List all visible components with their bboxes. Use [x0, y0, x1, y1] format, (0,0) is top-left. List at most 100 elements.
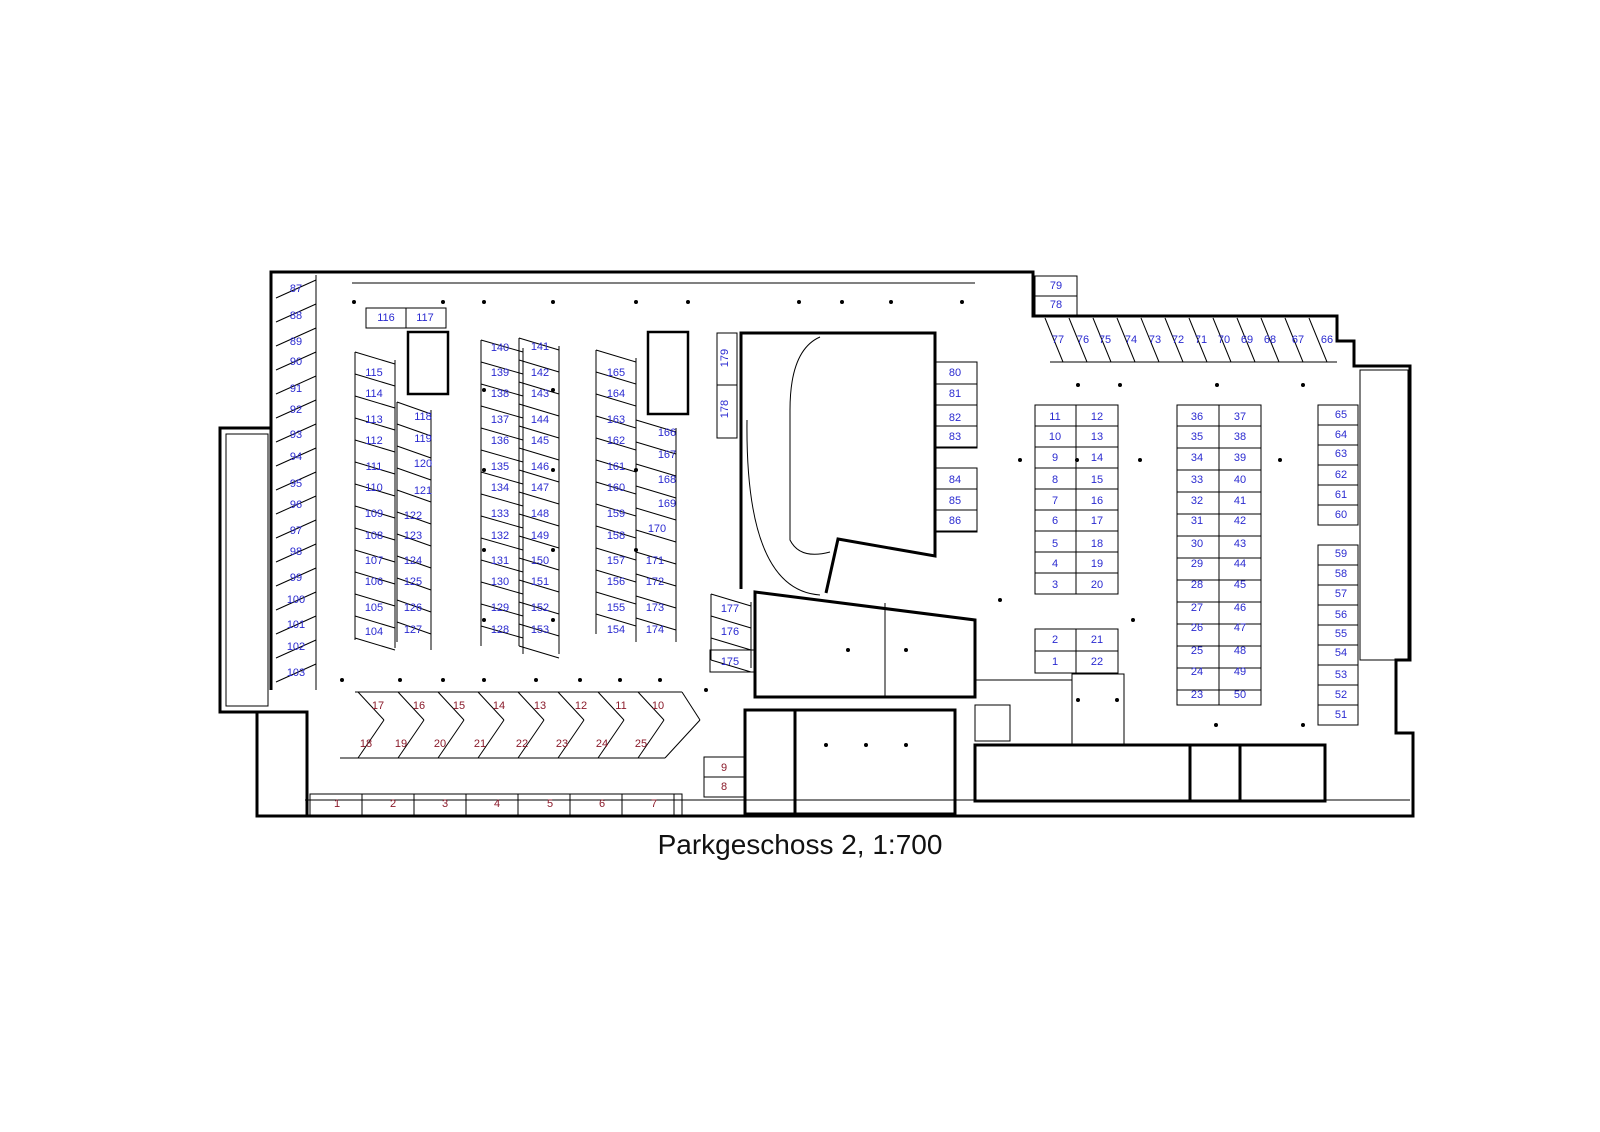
column-marker — [482, 618, 486, 622]
stall-line — [518, 623, 560, 637]
stall-line — [275, 351, 317, 371]
stall-line — [518, 447, 560, 461]
stall-number: 173 — [646, 602, 664, 614]
column-marker — [551, 388, 555, 392]
stall-number: 32 — [1191, 495, 1203, 507]
stall-number: 35 — [1191, 431, 1203, 443]
stall-line — [397, 719, 425, 759]
stall-number: 16 — [1091, 495, 1103, 507]
stall-line — [480, 581, 524, 595]
stall-number: 83 — [949, 431, 961, 443]
stall-number: 145 — [531, 435, 549, 447]
stall-number: 176 — [721, 626, 739, 638]
stall-line — [595, 525, 637, 539]
stall-line — [480, 625, 524, 639]
special-stall-number: 22 — [516, 738, 528, 750]
stall-block — [1317, 544, 1359, 726]
stall-line — [396, 533, 432, 547]
stall-line — [518, 579, 560, 593]
stall-line — [635, 595, 677, 609]
stall-line — [275, 447, 317, 467]
stall-number: 23 — [1191, 689, 1203, 701]
stall-number: 27 — [1191, 602, 1203, 614]
special-stall-number: 9 — [721, 762, 727, 774]
column-marker — [551, 300, 555, 304]
stall-line — [595, 547, 637, 561]
stall-line — [480, 383, 524, 397]
stall-number: 49 — [1234, 666, 1246, 678]
column-marker — [634, 300, 638, 304]
column-marker — [797, 300, 801, 304]
stall-number: 149 — [531, 530, 549, 542]
stall-line — [635, 551, 677, 565]
stall-line — [518, 491, 560, 505]
stall-line — [710, 593, 752, 607]
stall-number: 93 — [290, 429, 302, 441]
special-stall-number: 17 — [372, 700, 384, 712]
stall-number: 138 — [491, 388, 509, 400]
stall-number: 41 — [1234, 495, 1246, 507]
stall-number: 102 — [287, 641, 305, 653]
stall-line — [480, 537, 524, 551]
stall-number: 11 — [1049, 411, 1060, 423]
stall-line — [635, 419, 677, 433]
column-marker — [482, 678, 486, 682]
stall-number: 9 — [1052, 452, 1058, 464]
special-stall-number: 7 — [651, 798, 657, 810]
stall-line — [1140, 317, 1160, 363]
stall-line — [518, 425, 560, 439]
stall-line — [518, 337, 560, 351]
stall-line — [595, 437, 637, 451]
column-marker — [634, 548, 638, 552]
stall-line — [1260, 317, 1280, 363]
special-stall-number: 24 — [596, 738, 608, 750]
stall-number: 164 — [607, 388, 625, 400]
special-stall-number: 19 — [395, 738, 407, 750]
stall-number: 60 — [1335, 509, 1347, 521]
column-marker — [1214, 723, 1218, 727]
columns — [340, 300, 1305, 747]
special-stall-number: 4 — [494, 798, 500, 810]
stall-number: 168 — [658, 474, 676, 486]
stall-line — [480, 471, 524, 485]
column-marker — [482, 548, 486, 552]
stall-number: 33 — [1191, 474, 1203, 486]
stall-number: 126 — [404, 602, 422, 614]
stall-number: 57 — [1335, 588, 1347, 600]
stall-number: 161 — [607, 461, 625, 473]
special-stall-number: 15 — [453, 700, 465, 712]
special-stall-number: 16 — [413, 700, 425, 712]
stall-line — [275, 663, 317, 683]
stall-line — [517, 719, 545, 759]
stall-number: 162 — [607, 435, 625, 447]
stall-line — [275, 543, 317, 563]
stall-number: 69 — [1241, 334, 1253, 346]
stall-line — [635, 507, 677, 521]
stall-line — [635, 463, 677, 477]
column-marker — [960, 300, 964, 304]
stall-line — [1188, 317, 1208, 363]
stall-number: 88 — [290, 310, 302, 322]
stall-number: 22 — [1091, 656, 1103, 668]
stall-number: 54 — [1335, 647, 1347, 659]
stall-number: 48 — [1234, 645, 1246, 657]
stall-line — [1236, 317, 1256, 363]
stall-line — [595, 349, 637, 363]
special-stall-number: 2 — [390, 798, 396, 810]
stall-number: 36 — [1191, 411, 1203, 423]
stall-number: 10 — [1049, 431, 1061, 443]
stall-line — [518, 381, 560, 395]
stall-number: 139 — [491, 367, 509, 379]
stall-line — [275, 423, 317, 443]
stall-number: 122 — [404, 510, 422, 522]
stall-line — [354, 483, 396, 497]
stall-number: 152 — [531, 602, 549, 614]
stall-number: 142 — [531, 367, 549, 379]
stall-number: 72 — [1172, 334, 1184, 346]
stall-number: 26 — [1191, 622, 1203, 634]
stall-line — [480, 427, 524, 441]
stall-line — [396, 445, 432, 459]
stall-line — [595, 371, 637, 385]
stall-number: 153 — [531, 624, 549, 636]
special-stall-number: 1 — [334, 798, 340, 810]
